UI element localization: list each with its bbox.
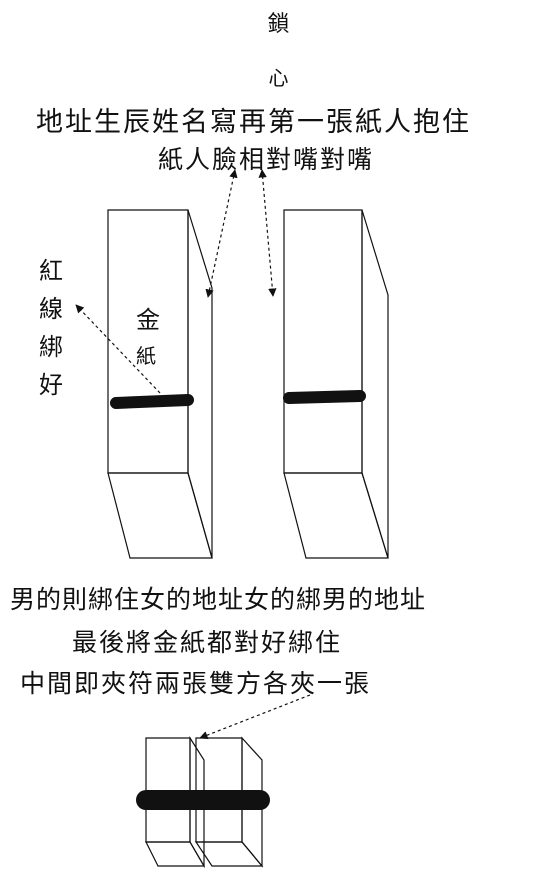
right-paper-figure <box>283 209 389 559</box>
gold-paper-label-1: 金 <box>136 306 160 334</box>
arrow-to-left-face <box>205 169 238 298</box>
page-title: 鎖 <box>267 12 290 37</box>
instruction-line-2: 紙人臉相對嘴對嘴 <box>158 145 375 174</box>
red-thread-label: 紅 線 綁 好 <box>36 252 66 404</box>
thread-band-right <box>283 390 366 404</box>
arrow-to-bundle <box>199 694 311 740</box>
instruction-line-1: 地址生辰姓名寫再第一張紙人抱住 <box>36 107 471 138</box>
arrow-to-red-label <box>75 304 161 394</box>
red-thread-char: 綁 <box>39 333 63 361</box>
subtitle: 心 <box>268 66 289 90</box>
bottom-line-2: 最後將金紙都對好綁住 <box>72 628 343 657</box>
red-thread-char: 紅 <box>39 257 63 285</box>
arrow-to-right-face <box>258 169 277 297</box>
left-paper-figure <box>107 209 213 559</box>
red-thread-char: 好 <box>39 371 63 399</box>
red-thread-char: 線 <box>39 295 63 323</box>
bottom-line-1: 男的則綁住女的地址女的綁男的地址 <box>10 585 427 614</box>
bottom-line-3: 中間即夾符兩張雙方各夾一張 <box>20 669 372 698</box>
gold-paper-label-2: 紙 <box>136 344 156 368</box>
thread-band-left <box>110 394 194 409</box>
